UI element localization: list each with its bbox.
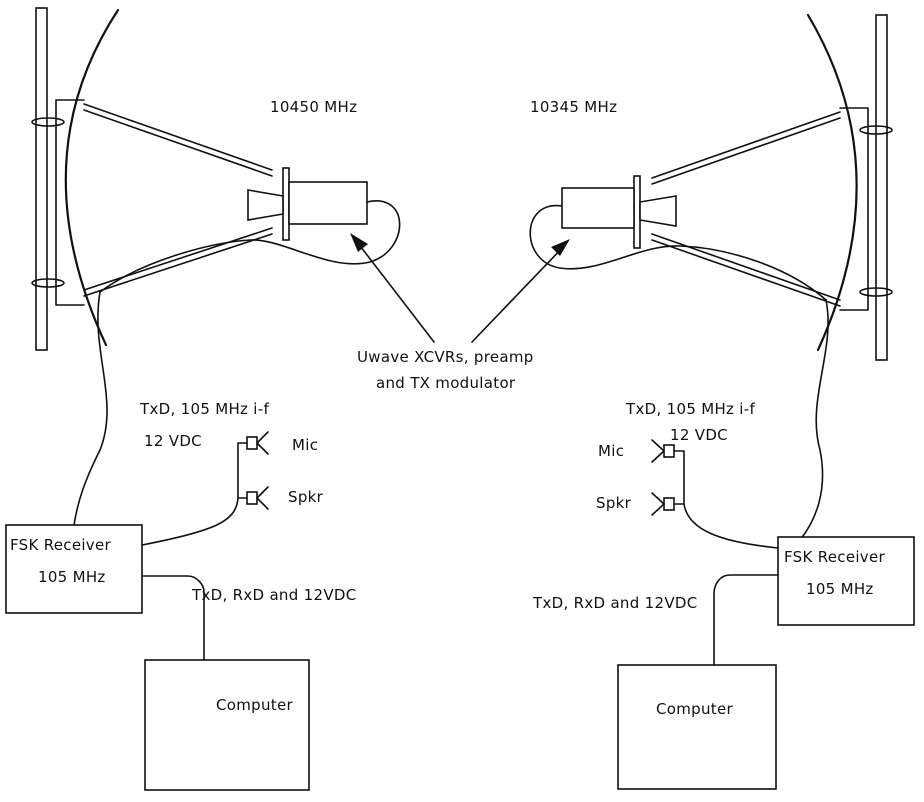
left-frequency-label: 10450 MHz bbox=[270, 98, 357, 116]
right-feed-strut-bottom bbox=[651, 233, 841, 307]
right-receiver-label-1: FSK Receiver bbox=[784, 548, 886, 566]
left-xcvr-box bbox=[288, 181, 368, 225]
left-mount-bracket bbox=[55, 99, 85, 306]
left-feed-horn bbox=[247, 189, 284, 221]
callout-arrow-right bbox=[471, 243, 567, 343]
left-feed-strut-bottom bbox=[83, 227, 273, 297]
right-mast-clamp-top bbox=[859, 125, 893, 135]
right-mast-clamp-bottom bbox=[859, 287, 893, 297]
right-computer bbox=[617, 664, 777, 790]
right-receiver-label-2: 105 MHz bbox=[806, 580, 874, 598]
left-if-cable bbox=[73, 291, 108, 526]
left-mic-connector bbox=[246, 436, 258, 450]
right-xcvr-cable bbox=[529, 204, 827, 301]
left-dish-arc bbox=[64, 8, 120, 347]
right-spkr-connector bbox=[663, 497, 675, 511]
right-xcvr-box bbox=[561, 187, 635, 229]
callout-arrows bbox=[350, 233, 570, 343]
right-fsk-receiver bbox=[777, 536, 915, 626]
right-computer-label: Computer bbox=[656, 700, 734, 718]
left-mic-symbol bbox=[256, 431, 269, 455]
left-feed-flange bbox=[282, 167, 290, 241]
right-station bbox=[529, 13, 915, 790]
left-spkr-connector bbox=[246, 491, 258, 505]
left-mast-clamp-top bbox=[31, 117, 65, 127]
right-mount-bracket bbox=[839, 107, 869, 311]
right-bus-wire bbox=[713, 574, 779, 666]
right-audio-wires bbox=[673, 450, 779, 549]
right-dc-label: 12 VDC bbox=[670, 426, 728, 444]
right-frequency-label: 10345 MHz bbox=[530, 98, 617, 116]
callout-line1: Uwave XCVRs, preamp bbox=[357, 348, 534, 366]
left-receiver-label-1: FSK Receiver bbox=[10, 536, 112, 554]
left-computer bbox=[144, 659, 310, 791]
left-computer-label: Computer bbox=[216, 696, 294, 714]
left-receiver-label-2: 105 MHz bbox=[38, 568, 106, 586]
right-feed-flange bbox=[633, 175, 641, 249]
left-audio-wires bbox=[141, 442, 248, 546]
right-if-cable bbox=[799, 299, 829, 541]
right-mic-symbol bbox=[651, 439, 665, 463]
left-spkr-symbol bbox=[256, 486, 269, 510]
left-dc-label: 12 VDC bbox=[144, 432, 202, 450]
left-station bbox=[5, 7, 401, 791]
callout-line2: and TX modulator bbox=[376, 374, 516, 392]
right-mic-connector bbox=[663, 444, 675, 458]
right-feed-horn bbox=[639, 195, 677, 227]
right-mic-label: Mic bbox=[598, 442, 624, 460]
right-dish-arc bbox=[806, 13, 858, 352]
left-spkr-label: Spkr bbox=[288, 488, 324, 506]
right-feed-strut-top bbox=[651, 111, 841, 185]
left-mast bbox=[35, 7, 48, 351]
right-spkr-symbol bbox=[651, 492, 665, 516]
right-bus-label: TxD, RxD and 12VDC bbox=[532, 594, 698, 612]
left-mic-label: Mic bbox=[292, 436, 318, 454]
right-spkr-label: Spkr bbox=[596, 494, 632, 512]
left-xcvr-cable bbox=[99, 200, 401, 293]
right-mast bbox=[875, 14, 888, 361]
callout-arrowhead-right bbox=[551, 239, 570, 256]
right-if-label: TxD, 105 MHz i-f bbox=[625, 400, 755, 418]
callout-arrowhead-left bbox=[350, 233, 368, 252]
left-fsk-receiver bbox=[5, 524, 143, 614]
callout-arrow-left bbox=[353, 237, 435, 343]
left-mast-clamp-bottom bbox=[31, 278, 65, 288]
left-bus-wire bbox=[141, 575, 205, 661]
left-feed-strut-top bbox=[83, 103, 273, 177]
left-bus-label: TxD, RxD and 12VDC bbox=[191, 586, 357, 604]
left-if-label: TxD, 105 MHz i-f bbox=[139, 400, 269, 418]
